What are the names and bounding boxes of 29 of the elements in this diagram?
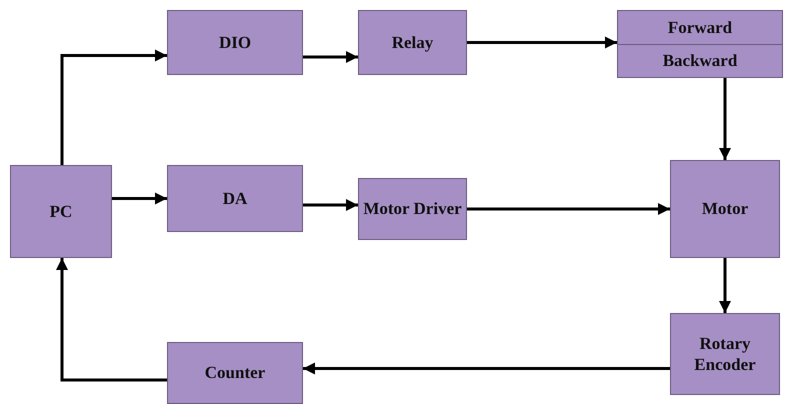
process-box — [617, 10, 783, 78]
arrow — [60, 50, 167, 165]
box-label: Relay — [390, 32, 434, 54]
box-label: Motor — [700, 198, 750, 220]
process-box — [670, 160, 780, 258]
process-box — [358, 10, 467, 75]
box-label: DIO — [218, 32, 252, 54]
process-box — [358, 178, 467, 240]
arrow — [467, 203, 670, 215]
box-label: Counter — [204, 362, 266, 384]
box-label: PC — [48, 200, 74, 222]
process-box — [167, 342, 303, 404]
process-box — [167, 10, 303, 75]
process-box — [167, 165, 303, 232]
box-label: DA — [222, 188, 248, 210]
arrow — [56, 258, 167, 382]
process-box — [670, 313, 780, 395]
arrow — [303, 362, 670, 374]
process-box — [10, 165, 112, 258]
box-label: Rotary Encoder — [693, 332, 757, 376]
box-label: Backward — [618, 44, 782, 77]
arrow — [303, 199, 358, 211]
arrow — [112, 192, 167, 204]
box-label: Forward — [666, 16, 734, 39]
arrow — [719, 78, 731, 160]
box-label: Motor Driver — [362, 198, 463, 220]
arrow — [303, 51, 358, 63]
arrow — [467, 36, 617, 48]
arrow — [719, 258, 731, 313]
